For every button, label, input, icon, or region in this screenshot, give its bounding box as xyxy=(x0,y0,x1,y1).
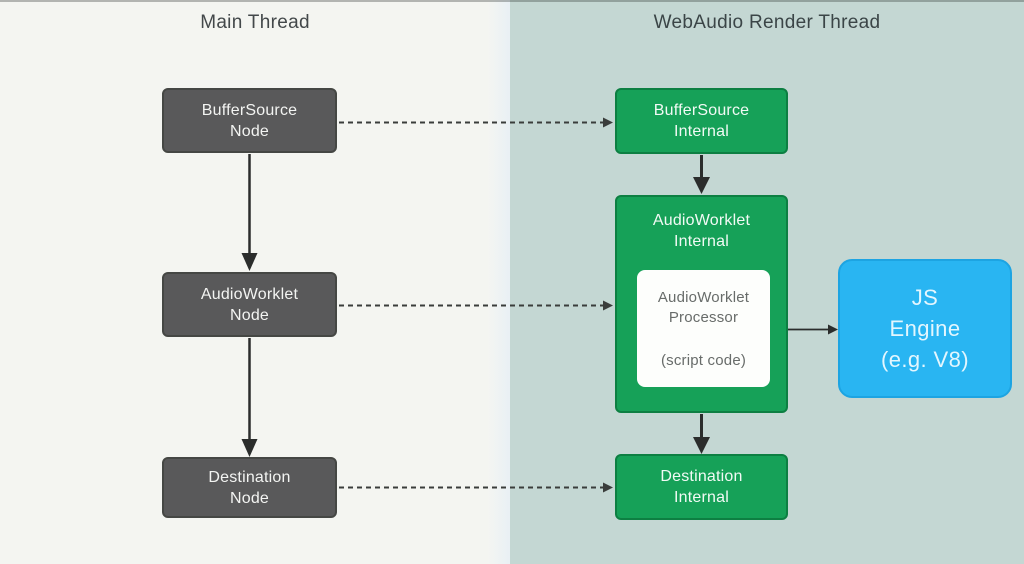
audioworklet-node-box: AudioWorklet Node xyxy=(162,272,337,337)
destination-internal-label-line1: Destination xyxy=(660,468,743,485)
main-thread-title: Main Thread xyxy=(200,12,310,33)
buffersource-node-label-line1: BufferSource xyxy=(201,101,298,119)
buffersource-internal-label-line1: BufferSource xyxy=(653,102,750,119)
destination-node-box: Destination Node xyxy=(162,457,337,518)
destination-internal-label-line2: Internal xyxy=(674,489,729,506)
processor-label-line1: AudioWorklet xyxy=(657,289,750,306)
audioworklet-node-label-line1: AudioWorklet xyxy=(200,285,299,303)
top-edge-line xyxy=(0,0,1024,2)
js-engine-label-line3: (e.g. V8) xyxy=(881,347,969,372)
buffersource-node-label-line2: Node xyxy=(229,122,270,140)
audioworklet-processor-box: AudioWorklet Processor (script code) xyxy=(637,270,770,387)
processor-script-code-label: (script code) xyxy=(660,352,747,369)
processor-label-line2: Processor xyxy=(668,309,739,326)
destination-node-label-line2: Node xyxy=(229,489,270,507)
js-engine-label-line1: JS xyxy=(911,285,939,310)
destination-node-label-line1: Destination xyxy=(208,468,291,486)
js-engine-label-line2: Engine xyxy=(889,316,961,341)
buffersource-internal-label-line2: Internal xyxy=(674,123,729,140)
js-engine-box: JS Engine (e.g. V8) xyxy=(838,259,1012,398)
destination-internal-box: Destination Internal xyxy=(615,454,788,520)
audioworklet-internal-label-line2: Internal xyxy=(674,233,729,250)
audioworklet-internal-label-line1: AudioWorklet xyxy=(652,212,751,229)
audioworklet-node-label-line2: Node xyxy=(229,306,270,324)
panel-split-divider xyxy=(488,0,510,564)
render-thread-title: WebAudio Render Thread xyxy=(653,12,881,33)
buffersource-internal-box: BufferSource Internal xyxy=(615,88,788,154)
buffersource-node-box: BufferSource Node xyxy=(162,88,337,153)
audioworklet-internal-box: AudioWorklet Internal AudioWorklet Proce… xyxy=(615,195,788,413)
